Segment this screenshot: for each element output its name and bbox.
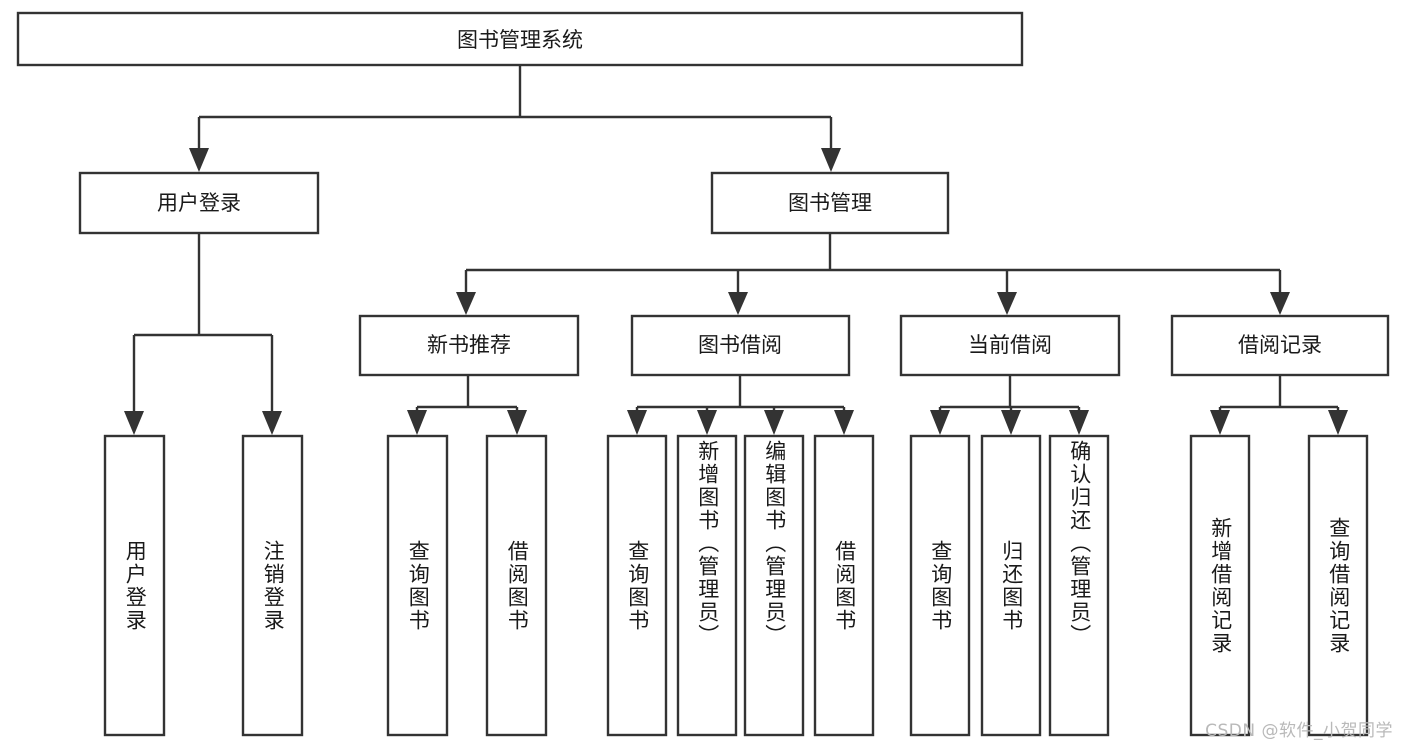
leaf-box-query-borrow-record[interactable] — [1307, 434, 1369, 737]
arrow-icon-current-leaf-2 — [1001, 410, 1021, 435]
arrow-icon-current-leaf-1 — [930, 410, 950, 435]
arrow-icon-current-leaf-3 — [1069, 410, 1089, 435]
node-current-borrow-box — [899, 314, 1121, 377]
watermark-credit: CSDN @软件_小贺同学 — [1205, 721, 1393, 741]
node-root-system-label: 图书管理系统 — [457, 28, 583, 52]
node-book-borrow[interactable]: 图书借阅 — [630, 314, 851, 377]
arrow-icon-new-book-leaf-1 — [407, 410, 427, 435]
arrowhead-layer — [124, 148, 1348, 435]
node-book-management-label: 图书管理 — [788, 191, 872, 215]
node-borrow-records[interactable]: 借阅记录 — [1170, 314, 1390, 377]
arrow-icon-root-to-user-login — [189, 148, 209, 172]
leaf-box-add-borrow-record[interactable] — [1189, 434, 1251, 737]
arrow-icon-root-to-book-mgmt — [821, 148, 841, 172]
arrow-icon-user-login-leaf-1 — [124, 411, 144, 435]
node-borrow-records-box — [1170, 314, 1390, 377]
node-user-login-box — [78, 171, 320, 235]
leaf-box-borrow-book[interactable] — [813, 434, 875, 737]
node-book-management-box — [710, 171, 950, 235]
arrow-icon-borrow-leaf-1 — [627, 410, 647, 435]
arrow-icon-borrow-leaf-4 — [834, 410, 854, 435]
arrow-icon-records-leaf-2 — [1328, 410, 1348, 435]
arrow-icon-mgmt-records — [1270, 292, 1290, 315]
node-book-borrow-label: 图书借阅 — [698, 333, 782, 357]
node-new-book-recommend-box — [358, 314, 580, 377]
arrow-icon-records-leaf-1 — [1210, 410, 1230, 435]
arrow-icon-user-login-leaf-2 — [262, 411, 282, 435]
node-book-borrow-box — [630, 314, 851, 377]
leaf-box-return-book[interactable] — [980, 434, 1042, 737]
leaf-box-query-book-new[interactable] — [386, 434, 449, 737]
leaf-box-layer — [103, 434, 1369, 737]
leaf-box-query-book-borrow[interactable] — [606, 434, 668, 737]
leaf-box-borrow-book-new[interactable] — [485, 434, 548, 737]
node-user-login[interactable]: 用户登录 — [78, 171, 320, 235]
leaf-box-user-login[interactable] — [103, 434, 166, 737]
arrow-icon-borrow-leaf-2 — [697, 410, 717, 435]
arrow-icon-mgmt-new-book — [456, 292, 476, 315]
leaf-box-query-book-current[interactable] — [909, 434, 971, 737]
arrow-icon-new-book-leaf-2 — [507, 410, 527, 435]
arrow-icon-borrow-leaf-3 — [764, 410, 784, 435]
node-current-borrow[interactable]: 当前借阅 — [899, 314, 1121, 377]
leaf-box-confirm-return-admin[interactable] — [1048, 434, 1110, 737]
node-root-system-box — [16, 11, 1024, 67]
arrow-icon-mgmt-borrow — [728, 292, 748, 315]
node-borrow-records-label: 借阅记录 — [1238, 333, 1322, 357]
leaf-box-add-book-admin[interactable] — [676, 434, 738, 737]
node-user-login-label: 用户登录 — [157, 191, 241, 215]
node-root-system[interactable]: 图书管理系统 — [16, 11, 1024, 67]
leaf-box-edit-book-admin[interactable] — [743, 434, 805, 737]
leaf-box-logout[interactable] — [241, 434, 304, 737]
arrow-icon-mgmt-current — [997, 292, 1017, 315]
node-book-management[interactable]: 图书管理 — [710, 171, 950, 235]
node-new-book-recommend-label: 新书推荐 — [427, 333, 511, 357]
node-new-book-recommend[interactable]: 新书推荐 — [358, 314, 580, 377]
node-current-borrow-label: 当前借阅 — [968, 333, 1052, 357]
